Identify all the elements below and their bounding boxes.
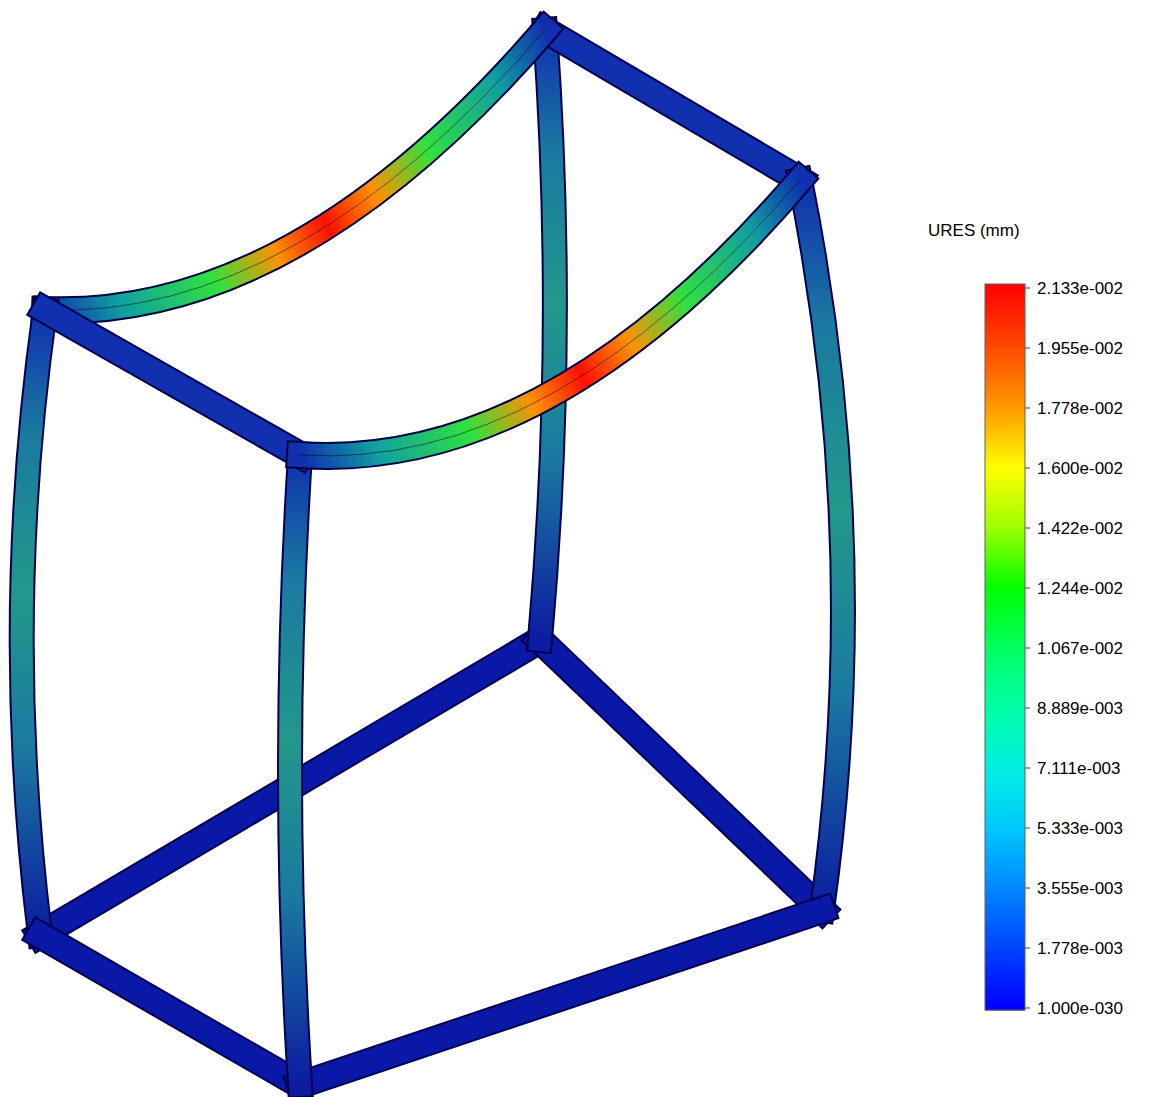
top-long-beam [45,30,545,310]
tick-mark [1025,768,1030,769]
legend-text: 1.955e-002 [1037,339,1123,358]
beam-edge [45,310,300,455]
legend-value: 7.111e-003 [1037,760,1121,777]
vertical-post [290,455,300,1085]
color-swatch [985,708,1025,769]
color-swatch [985,888,1025,949]
color-swatch [985,528,1025,589]
top-cross-beam [45,310,300,455]
color-swatch [985,948,1025,1009]
beam-edge [800,180,843,910]
tick-mark [1025,288,1030,289]
legend-text: 1.778e-003 [1037,939,1123,958]
legend-value: 1.600e-002 [1037,460,1123,477]
beam-edge [300,910,822,1085]
legend-heading: URES (mm) [928,222,1020,239]
legend-value: 1.000e-030 [1037,1000,1123,1017]
bottom-beam [300,910,822,1085]
color-swatch [985,468,1025,529]
beam-edge [290,455,300,1085]
legend-value: 1.955e-002 [1037,340,1123,357]
legend-text: 1.778e-002 [1037,399,1123,418]
tick-mark [1025,408,1030,409]
legend-value: 3.555e-003 [1037,880,1123,897]
tick-mark [1025,828,1030,829]
legend-text: 1.600e-002 [1037,459,1123,478]
tick-mark [1025,528,1030,529]
color-swatch [985,648,1025,709]
top-cross-beam [545,30,800,180]
vertical-post [800,180,843,910]
legend-value: 1.067e-002 [1037,640,1123,657]
color-swatch [985,768,1025,829]
legend-text: 3.555e-003 [1037,879,1123,898]
beam-line [45,30,545,310]
legend-text: 1.067e-002 [1037,639,1123,658]
legend-value: 1.778e-002 [1037,400,1123,417]
tick-mark [1025,648,1030,649]
legend-text: 1.000e-030 [1037,999,1123,1018]
legend-value: 5.333e-003 [1037,820,1123,837]
color-swatch [985,828,1025,889]
legend-text: 1.422e-002 [1037,519,1123,538]
beam-edge [545,30,800,180]
beam-edge [540,30,555,640]
color-swatch [985,408,1025,469]
legend-value: 2.133e-002 [1037,280,1123,297]
beam-edge [300,180,800,456]
legend-text: 1.244e-002 [1037,579,1123,598]
legend-value: 1.778e-003 [1037,940,1123,957]
tick-mark [1025,348,1030,349]
tick-mark [1025,888,1030,889]
beam-edge [22,310,45,935]
beam-edge [45,30,545,310]
vertical-post [540,30,555,640]
tick-mark [1025,1008,1030,1009]
color-swatch [985,348,1025,409]
color-bar-border [985,284,1025,1010]
beam-line [300,180,800,456]
tick-mark [1025,468,1030,469]
legend-text: 5.333e-003 [1037,819,1123,838]
color-swatch [985,588,1025,649]
top-long-beam [300,180,800,456]
legend-text: 8.889e-003 [1037,699,1123,718]
legend-value: 1.422e-002 [1037,520,1123,537]
vertical-post [22,310,45,935]
bottom-beam [540,640,822,910]
beam-edge [540,640,822,910]
tick-mark [1025,948,1030,949]
legend-text: 2.133e-002 [1037,279,1123,298]
legend-text: 7.111e-003 [1037,759,1121,778]
legend-value: 1.244e-002 [1037,580,1123,597]
color-swatch [985,284,1025,349]
legend-value: 8.889e-003 [1037,700,1123,717]
beam-edge [40,935,300,1085]
tick-mark [1025,588,1030,589]
tick-mark [1025,708,1030,709]
bottom-beam [40,935,300,1085]
